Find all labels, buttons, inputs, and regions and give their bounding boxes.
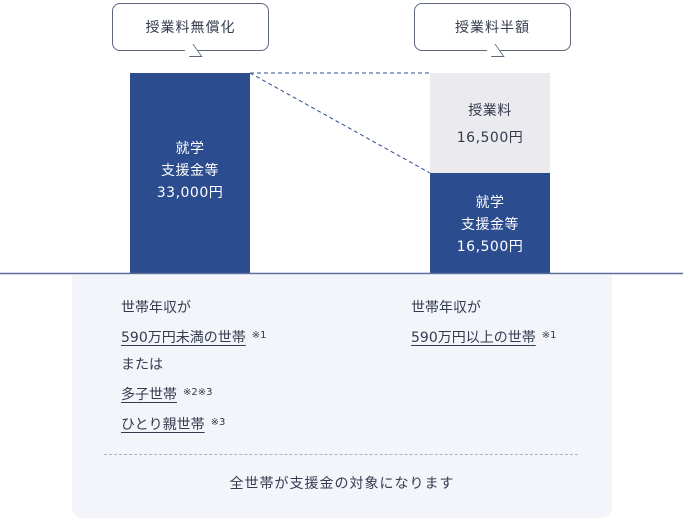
footnote-mark: ※3 (210, 417, 226, 428)
bar-support-1 (430, 173, 550, 273)
data-label-value: 16,500円 (456, 239, 524, 255)
data-label-right-support: 就学 支援金等 16,500円 (430, 192, 550, 258)
dashed-divider (104, 454, 578, 455)
bubble-tuition-half: 授業料半額 (414, 3, 571, 57)
bubble-tuition-free-label: 授業料無償化 (145, 20, 236, 36)
data-label-value: 33,000円 (156, 185, 224, 201)
bar-tuition-1 (430, 73, 550, 173)
condition-left-line: 世帯年収が (121, 300, 191, 316)
single-parent-label: ひとり親世帯 (121, 417, 205, 433)
data-label-value: 16,500円 (456, 130, 524, 146)
bubble-tuition-half-label: 授業料半額 (455, 20, 530, 36)
data-label-left-support: 就学 支援金等 33,000円 (130, 138, 250, 204)
bar-support-0 (130, 73, 250, 273)
data-label-right-tuition: 授業料 16,500円 (430, 100, 550, 149)
condition-right-item: 590万円以上の世帯 ※1 (411, 322, 556, 352)
income-under-590-label: 590万円未満の世帯 (121, 330, 246, 346)
condition-left-item: 590万円未満の世帯 ※1 (121, 322, 266, 352)
data-label-line: 授業料 (468, 103, 512, 119)
condition-right-line: 世帯年収が (411, 300, 481, 316)
condition-right: 世帯年収が 590万円以上の世帯 ※1 (411, 295, 556, 352)
panel-footer-text: 全世帯が支援金の対象になります (229, 476, 455, 492)
income-over-590-label: 590万円以上の世帯 (411, 330, 536, 346)
data-label-line: 就学 (175, 141, 205, 157)
footnote-mark: ※2※3 (183, 387, 213, 398)
conditions-panel: 世帯年収が 590万円未満の世帯 ※1 または 多子世帯 ※2※3 ひとり親世帯 ※3… (72, 275, 612, 518)
footnote-mark: ※1 (251, 330, 267, 341)
connector-support (249, 72, 431, 174)
condition-left: 世帯年収が 590万円未満の世帯 ※1 または 多子世帯 ※2※3 ひとり親世帯 ※3 (121, 295, 266, 439)
bubble-tuition-free: 授業料無償化 (112, 3, 269, 57)
tuition-support-chart (0, 72, 683, 275)
data-label-line: 支援金等 (161, 163, 219, 179)
data-label-line: 支援金等 (461, 217, 519, 233)
condition-left-line: または (121, 357, 163, 373)
condition-left-item: ひとり親世帯 ※3 (121, 409, 266, 439)
footnote-mark: ※1 (541, 330, 557, 341)
data-label-line: 就学 (475, 195, 505, 211)
condition-left-item: 多子世帯 ※2※3 (121, 379, 266, 409)
multi-child-label: 多子世帯 (121, 387, 177, 403)
